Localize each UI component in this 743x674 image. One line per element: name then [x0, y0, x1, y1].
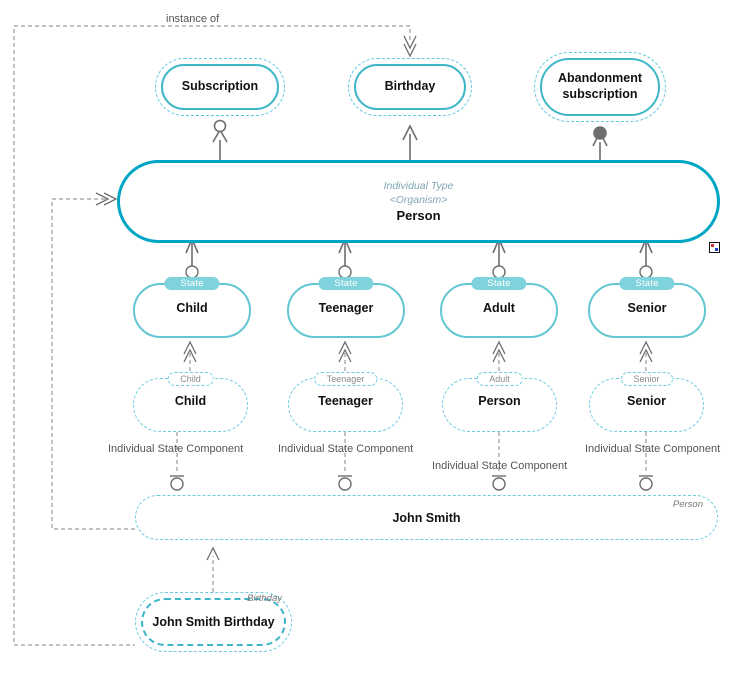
- type-node-label: Subscription: [181, 79, 259, 94]
- individual-state-component-label-teenager: Individual State Component: [278, 443, 414, 455]
- instance-node-john-smith-birthday[interactable]: John Smith Birthday Birthday: [135, 592, 292, 652]
- instance-badge: Adult: [476, 372, 523, 386]
- instance-badge: Senior: [620, 372, 673, 386]
- instance-to-state-arrowheads: [183, 340, 653, 363]
- type-node-inner-border: [540, 58, 660, 116]
- birthday-connector: [402, 124, 418, 160]
- instance-node-name: Teenager: [318, 394, 373, 408]
- individual-node-type-tag: Person: [672, 499, 703, 510]
- state-badge: State: [619, 277, 675, 290]
- john-smith-to-person-arrowhead: [95, 192, 118, 206]
- class-node-title: Person: [396, 208, 441, 224]
- instance-badge: Child: [167, 372, 214, 386]
- individual-state-component-sockets: [170, 475, 653, 491]
- instance-node-adult[interactable]: Adult Person: [442, 372, 557, 432]
- instance-node-senior[interactable]: Senior Senior: [589, 372, 704, 432]
- instance-node-name: Person: [478, 394, 521, 408]
- state-node-adult[interactable]: State Adult: [440, 277, 558, 338]
- individual-node-name: John Smith: [392, 510, 461, 525]
- instance-badge: Teenager: [313, 372, 378, 386]
- type-node-inner-border: [354, 64, 466, 110]
- state-node-teenager[interactable]: State Teenager: [287, 277, 405, 338]
- type-node-label: Abandonment subscription: [557, 71, 643, 101]
- type-node-birthday[interactable]: Birthday: [348, 58, 472, 116]
- instance-node-name: Senior: [627, 394, 666, 408]
- class-node-person[interactable]: Individual Type <Organism> Person: [117, 160, 720, 243]
- type-node-abandonment-subscription[interactable]: Abandonment subscription: [534, 52, 666, 122]
- state-node-name: Senior: [627, 301, 667, 315]
- individual-node-john-smith[interactable]: John Smith Person: [135, 495, 718, 540]
- individual-state-component-label-child: Individual State Component: [108, 443, 244, 455]
- state-node-name: Teenager: [318, 301, 374, 315]
- state-generalization-arrows: [185, 236, 653, 283]
- instance-node-name: Child: [174, 394, 207, 408]
- state-socket-connectors: [185, 265, 653, 283]
- type-node-inner-border: [161, 64, 279, 110]
- john-smith-to-person-route: [51, 198, 135, 530]
- instance-of-arrowhead: [403, 35, 417, 58]
- subscription-connector: [212, 119, 228, 160]
- state-node-child[interactable]: State Child: [133, 277, 251, 338]
- class-node-stereotype-kind: Individual Type: [383, 179, 454, 192]
- diagram-marker-icon[interactable]: [709, 242, 720, 253]
- state-node-name: Child: [176, 301, 208, 315]
- state-badge: State: [318, 277, 374, 290]
- individual-state-component-label-senior: Individual State Component: [585, 443, 721, 455]
- birthday-instance-arrowhead: [206, 546, 220, 561]
- state-badge: State: [471, 277, 527, 290]
- birthday-instance-type-tag: Birthday: [247, 593, 282, 604]
- instance-node-teenager[interactable]: Teenager Teenager: [288, 372, 403, 432]
- abandonment-subscription-connector: [592, 126, 608, 160]
- instance-of-label: instance of: [166, 13, 220, 25]
- state-node-senior[interactable]: State Senior: [588, 277, 706, 338]
- class-node-stereotype-organism: <Organism>: [389, 193, 448, 206]
- type-node-subscription[interactable]: Subscription: [155, 58, 285, 116]
- instance-node-child[interactable]: Child Child: [133, 372, 248, 432]
- type-node-label: Birthday: [384, 79, 436, 94]
- state-node-name: Adult: [483, 301, 515, 315]
- individual-state-component-label-adult: Individual State Component: [432, 460, 568, 472]
- birthday-instance-inner-border: [141, 598, 286, 646]
- state-badge: State: [164, 277, 220, 290]
- instance-to-state-arrows: [189, 350, 647, 378]
